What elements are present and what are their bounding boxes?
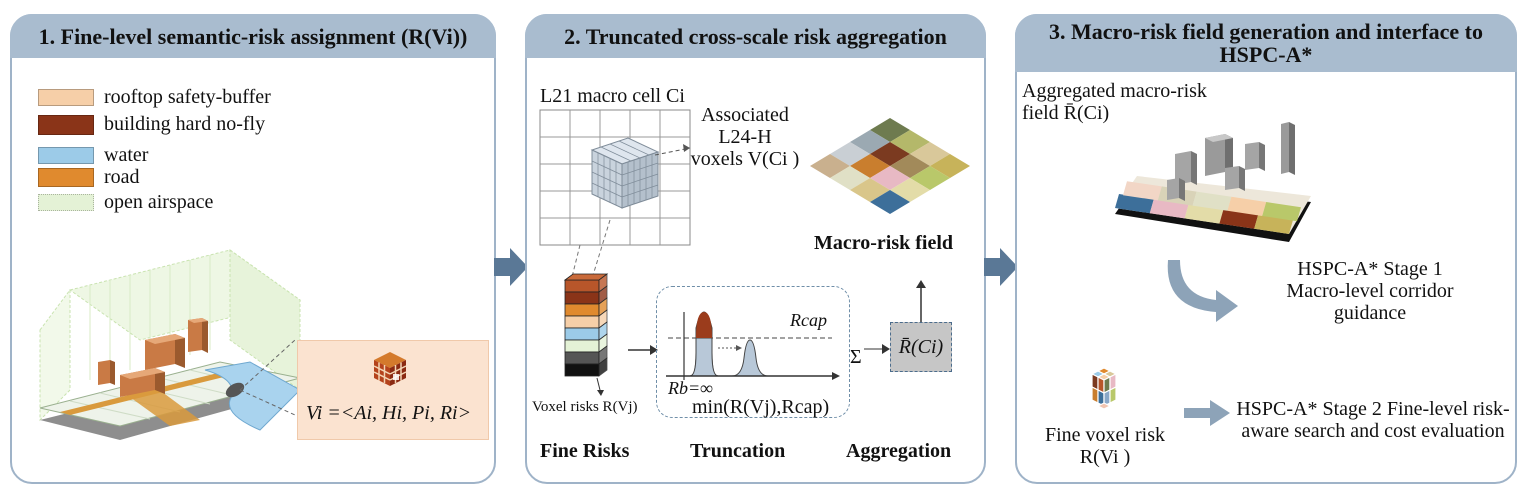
panel3-title: 3. Macro-risk field generation and inter… xyxy=(1015,14,1517,72)
voxel-face xyxy=(1109,386,1117,404)
legend-label-road: road xyxy=(104,166,140,188)
macro-cell-grid xyxy=(539,109,691,286)
stage-label-fine-risks: Fine Risks xyxy=(540,440,630,462)
legend-swatch-water xyxy=(38,147,94,164)
aggregate-box xyxy=(890,322,952,372)
stack-layer xyxy=(564,303,600,317)
legend-label-water: water xyxy=(104,144,149,166)
legend-item-road: road xyxy=(38,166,140,189)
fine-voxel-risk-label: Fine voxel risk R(Vi ) xyxy=(1045,424,1165,468)
aggregate-box-label: R̄(Ci) xyxy=(898,336,944,358)
legend-swatch-rooftop xyxy=(38,89,94,106)
flow-arrow-1-to-2 xyxy=(494,248,528,286)
voxel-cluster xyxy=(590,137,660,209)
field-tile xyxy=(1123,181,1162,201)
field-tile xyxy=(1192,191,1232,211)
sigma-symbol: Σ xyxy=(850,346,862,368)
fine-voxel-cube-icon xyxy=(1090,367,1118,410)
voxel-risk-stack xyxy=(563,273,609,377)
aggregate-up-arrow xyxy=(916,280,926,322)
stack-layer xyxy=(564,339,600,353)
voxel-face xyxy=(1096,402,1112,410)
voxel-face xyxy=(1091,386,1099,404)
truncation-box xyxy=(656,286,850,418)
stack-layer xyxy=(564,315,600,329)
voxel-formula: Vi =<Ai, Hi, Pi, Ri> xyxy=(306,402,472,424)
panel1-title-text: 1. Fine-level semantic-risk assignment (… xyxy=(38,23,468,49)
legend-swatch-open-airspace xyxy=(38,194,94,211)
macro-risk-field-mosaic xyxy=(810,118,970,214)
sigma-arrow xyxy=(864,344,890,354)
mosaic-cell xyxy=(870,190,910,214)
arrow-to-truncation xyxy=(628,345,658,355)
stack-layer xyxy=(564,363,600,377)
truncation-curves xyxy=(666,311,840,380)
building-blocks xyxy=(98,318,208,397)
field-tile xyxy=(1219,209,1259,229)
legend-label-building: building hard no-fly xyxy=(104,113,266,135)
stage-label-truncation: Truncation xyxy=(690,440,786,462)
min-formula-label: min(R(Vj),Rcap) xyxy=(692,396,830,418)
stack-layer xyxy=(564,351,600,365)
stack-top xyxy=(563,273,609,281)
stack-layer xyxy=(564,279,600,293)
r-cap-label: Rcap xyxy=(790,310,827,330)
flow-arrow-2-to-3 xyxy=(984,248,1018,286)
panel3-title-text: 3. Macro-risk field generation and inter… xyxy=(1048,19,1483,67)
stack-layer xyxy=(564,327,600,341)
stack-layer-side xyxy=(598,357,608,377)
aggregated-macro-risk-label: Aggregated macro-risk field R̄(Ci) xyxy=(1022,80,1207,124)
voxel-risks-label: Voxel risks R(Vj) xyxy=(532,399,638,415)
legend-item-building: building hard no-fly xyxy=(38,113,265,136)
field-tile xyxy=(1149,199,1189,219)
panel-cross-scale-aggregation: 2. Truncated cross-scale risk aggregatio… xyxy=(525,14,986,484)
r-b-label: Rb=∞ xyxy=(668,378,713,398)
curved-arrow-stage1 xyxy=(1167,260,1238,322)
stack-layer xyxy=(564,291,600,305)
field-tile xyxy=(1184,204,1224,224)
macro-cell-label: L21 macro cell Ci xyxy=(540,85,685,107)
voxel-cube-icon xyxy=(373,352,407,386)
legend-label-open-airspace: open airspace xyxy=(104,191,214,213)
stage-label-aggregation: Aggregation xyxy=(846,440,952,462)
field-tile xyxy=(1254,214,1293,234)
field-buildings xyxy=(1167,122,1295,201)
legend-item-water: water xyxy=(38,144,148,167)
field-tile xyxy=(1227,196,1267,216)
macro-risk-field-label: Macro-risk field xyxy=(814,232,954,254)
legend-label-rooftop: rooftop safety-buffer xyxy=(104,86,271,108)
stage2-label: HSPC-A* Stage 2 Fine-level risk-aware se… xyxy=(1236,398,1510,442)
legend-item-open-airspace: open airspace xyxy=(38,191,213,214)
legend-item-rooftop: rooftop safety-buffer xyxy=(38,86,271,109)
field-tile xyxy=(1115,194,1154,214)
field-tile xyxy=(1262,201,1301,222)
legend-swatch-building xyxy=(38,114,94,135)
aggregated-field-3d xyxy=(1115,122,1311,242)
panel-macro-risk-interface: 3. Macro-risk field generation and inter… xyxy=(1015,14,1517,484)
legend-swatch-road xyxy=(38,168,94,187)
panel2-title: 2. Truncated cross-scale risk aggregatio… xyxy=(525,14,986,58)
flow-arrow-to-stage2 xyxy=(1184,400,1230,426)
voxel-risks-pointer xyxy=(596,377,604,396)
city-block-illustration xyxy=(39,249,302,440)
associated-voxels-label: Associated L24-H voxels V(Ci ) xyxy=(690,104,800,170)
stage1-label: HSPC-A* Stage 1 Macro-level corridor gui… xyxy=(1286,258,1454,324)
panel2-title-text: 2. Truncated cross-scale risk aggregatio… xyxy=(564,23,947,49)
panel1-title: 1. Fine-level semantic-risk assignment (… xyxy=(10,14,496,58)
